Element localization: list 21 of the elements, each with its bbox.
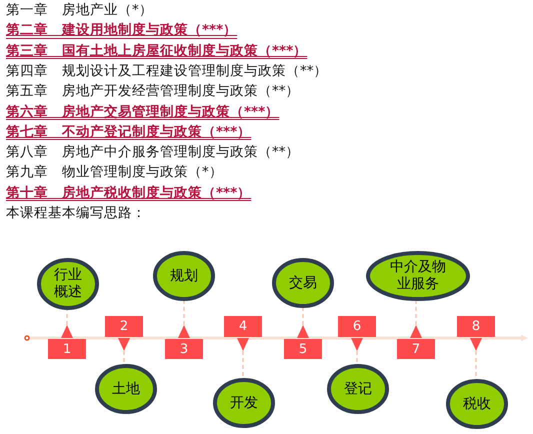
dashed-connector bbox=[415, 300, 417, 325]
section-intro: 本课程基本编写思路： bbox=[6, 205, 146, 221]
topic-ellipse: 交易 bbox=[272, 258, 334, 308]
topic-ellipse: 行业概述 bbox=[37, 258, 99, 310]
dashed-connector bbox=[183, 301, 185, 325]
topic-ellipse: 开发 bbox=[213, 378, 275, 428]
topic-ellipse: 税收 bbox=[446, 379, 508, 429]
dashed-connector bbox=[66, 310, 68, 325]
topic-ellipse: 中介及物业服务 bbox=[366, 251, 470, 301]
topic-ellipse: 规划 bbox=[153, 251, 215, 301]
dashed-connector bbox=[242, 351, 244, 378]
topic-ellipse: 登记 bbox=[327, 364, 389, 414]
chapter-title: 第九章 物业管理制度与政策（*） bbox=[6, 164, 223, 180]
dashed-connector bbox=[302, 308, 304, 325]
chapter-title: 第五章 房地产开发经营管理制度与政策（**） bbox=[6, 83, 300, 100]
chapter-title: 第一章 房地产业（*） bbox=[6, 2, 153, 18]
dashed-connector bbox=[356, 351, 358, 364]
chapter-title: 第八章 房地产中介服务管理制度与政策（**） bbox=[6, 144, 300, 160]
dashed-connector bbox=[123, 351, 125, 364]
topic-ellipse: 土地 bbox=[95, 364, 157, 414]
chapter-title: 第四章 规划设计及工程建设管理制度与政策（**） bbox=[6, 62, 328, 79]
